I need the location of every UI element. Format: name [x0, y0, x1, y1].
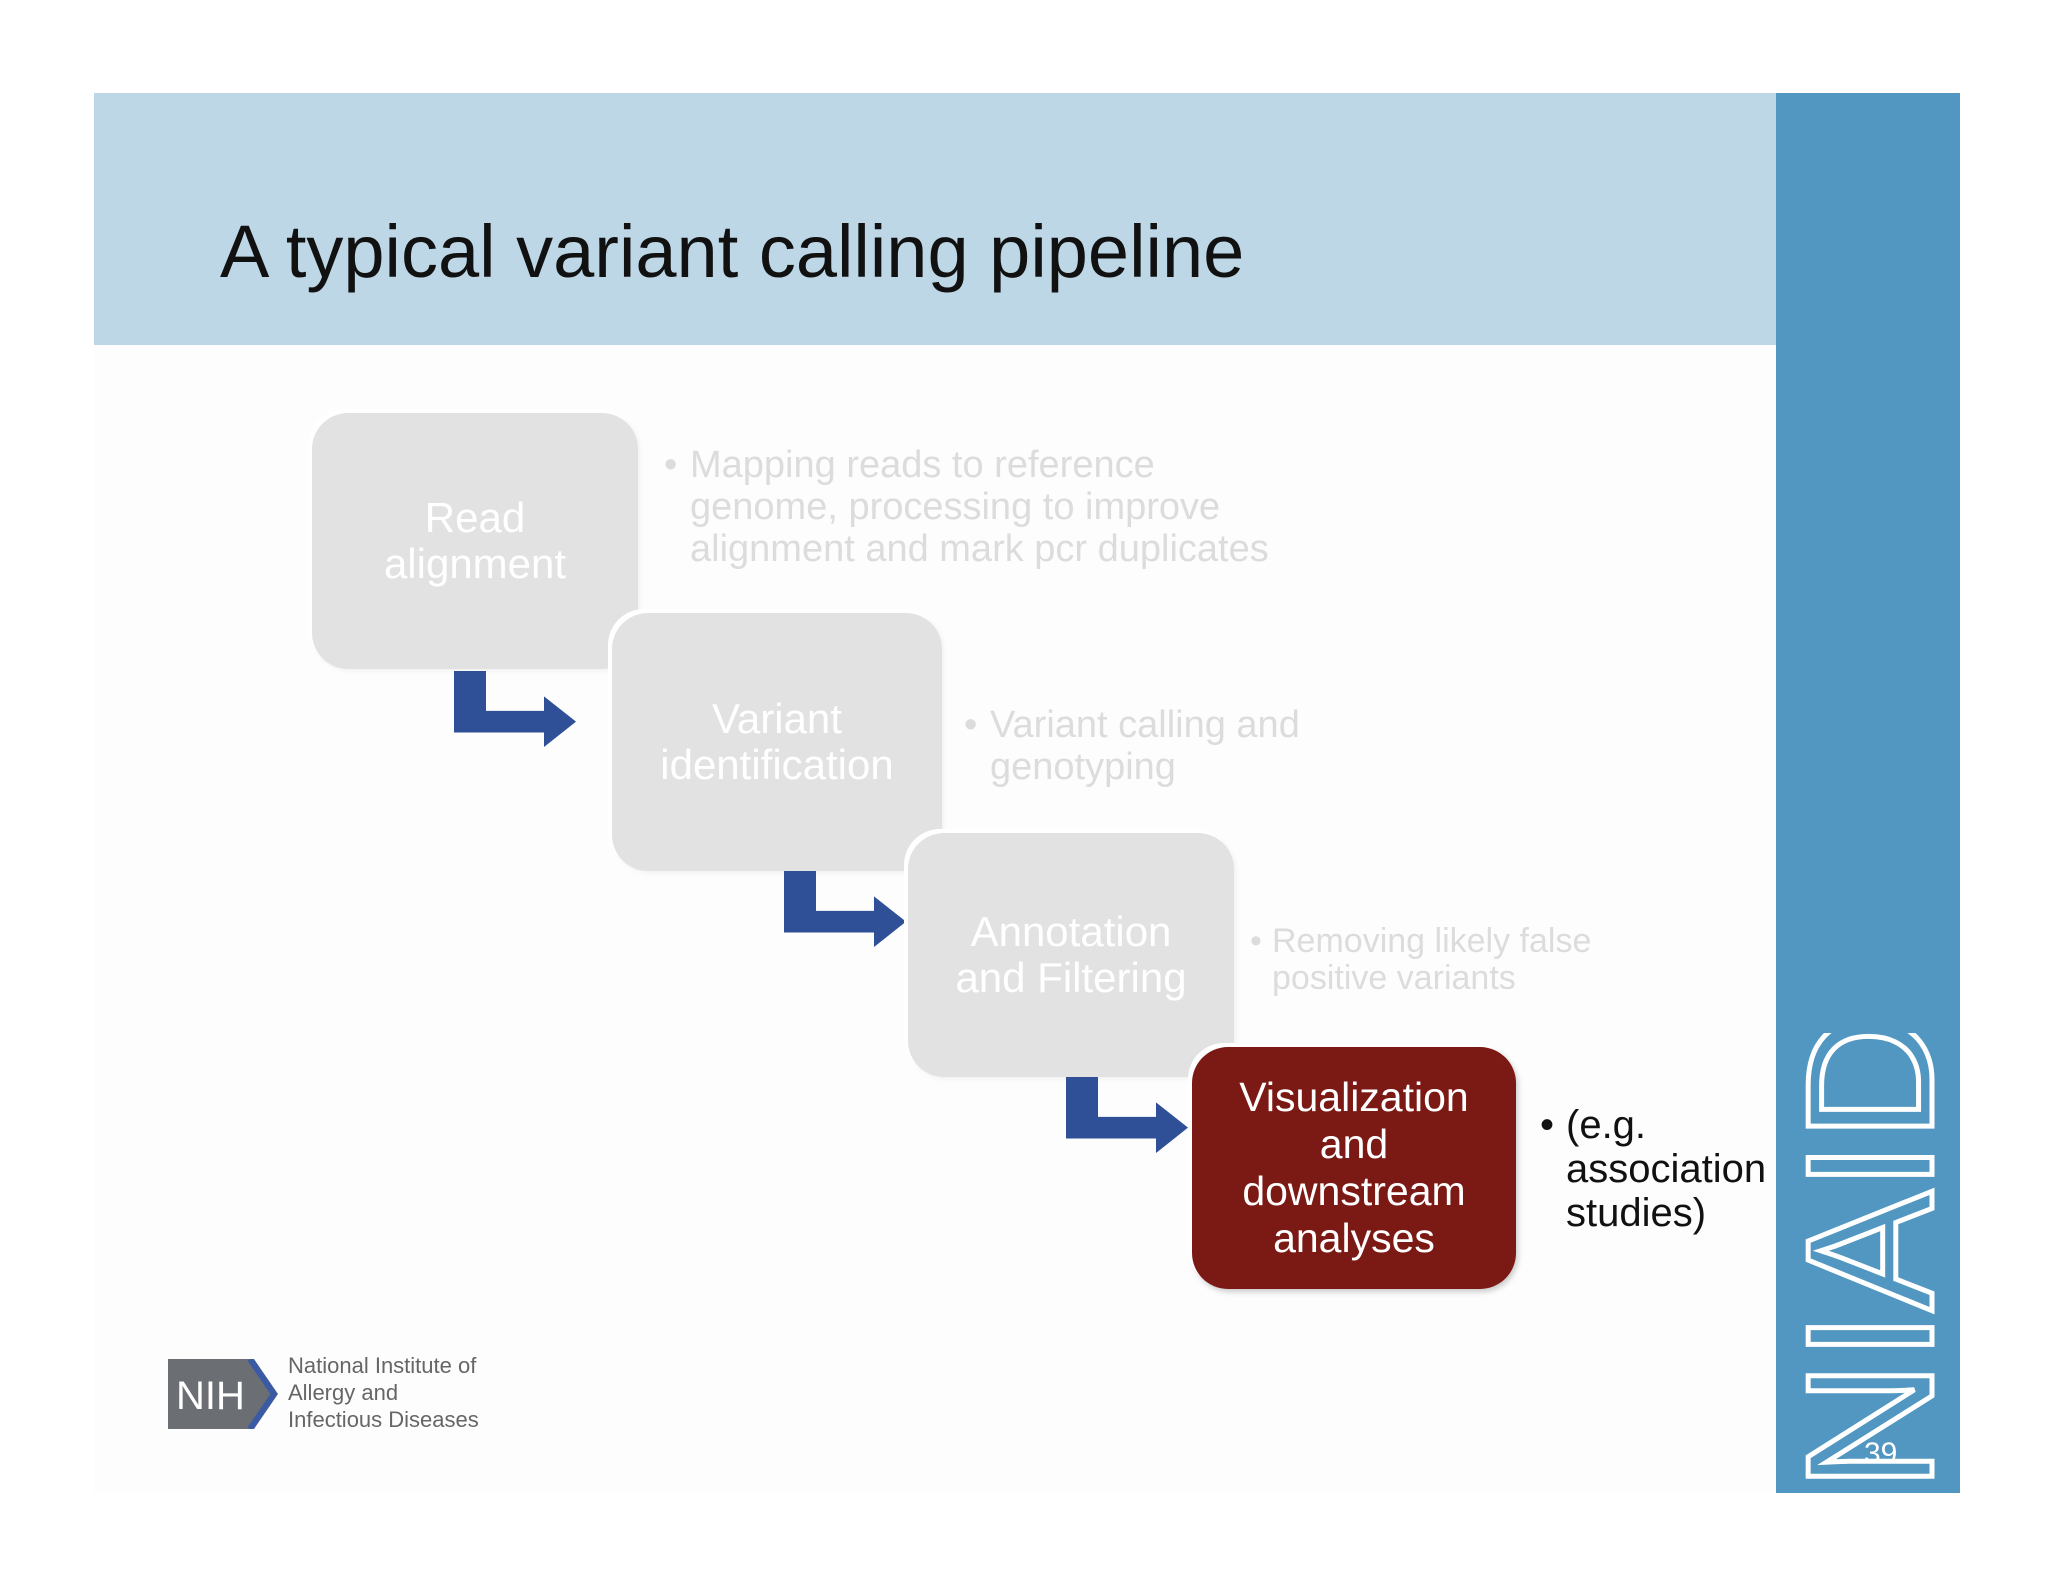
description-line: alignment and mark pcr duplicates [690, 527, 1269, 570]
step-description-variant-identification: • Variant calling and genotyping [964, 704, 1300, 789]
bullet: • [1540, 1103, 1555, 1147]
step-read-alignment: Read alignment [312, 413, 638, 669]
step-label-line: and [1319, 1120, 1389, 1167]
arrow-step-2-to-3 [784, 871, 906, 947]
institute-name-line: Allergy and [288, 1379, 399, 1405]
step-label-line: identification [660, 741, 894, 788]
step-label-line: Annotation [970, 907, 1172, 955]
description-line: studies) [1566, 1191, 1707, 1235]
step-label-line: Read [424, 493, 526, 541]
page-number: 39 [1864, 1437, 1898, 1470]
description-line: (e.g. [1566, 1103, 1647, 1147]
step-label-line: Visualization [1239, 1073, 1469, 1120]
niaid-logo: NIAID [1784, 1033, 1954, 1493]
arrow-step-1-to-2 [454, 671, 576, 747]
step-label-line: analyses [1273, 1215, 1435, 1262]
description-line: genome, processing to improve [690, 485, 1221, 528]
arrow-step-3-to-4 [1066, 1077, 1188, 1153]
description-line: Variant calling and [990, 704, 1300, 746]
step-label-line: alignment [383, 540, 567, 587]
nih-badge-icon: NIH [168, 1359, 278, 1429]
step-description-visualization: • (e.g. association studies) [1540, 1103, 1767, 1235]
header-band [94, 93, 1776, 345]
step-label-line: downstream [1242, 1168, 1466, 1214]
step-visualization-downstream: Visualization and downstream analyses [1192, 1047, 1516, 1289]
step-label-line: and Filtering [955, 954, 1187, 1001]
side-band [1776, 93, 1960, 1493]
description-line: Removing likely false [1272, 922, 1592, 960]
step-annotation-filtering: Annotation and Filtering [908, 833, 1234, 1077]
slide-title: A typical variant calling pipeline [220, 210, 1245, 293]
description-line: genotyping [990, 745, 1176, 788]
description-line: Mapping reads to reference [690, 444, 1155, 486]
nih-institute-logo: NIH National Institute of Allergy and In… [168, 1353, 498, 1433]
step-description-read-alignment: • Mapping reads to reference genome, pro… [664, 444, 1269, 570]
nih-badge-text: NIH [176, 1374, 245, 1418]
description-line: association [1566, 1147, 1767, 1191]
bullet: • [664, 444, 678, 486]
bullet: • [1250, 922, 1262, 960]
step-label-line: Variant [712, 694, 842, 742]
description-line: positive variants [1272, 959, 1516, 998]
bullet: • [964, 704, 978, 746]
institute-name-line: National Institute of [288, 1353, 477, 1378]
step-variant-identification: Variant identification [612, 613, 942, 871]
institute-name: National Institute of Allergy and Infect… [288, 1353, 479, 1433]
slide: A typical variant calling pipeline NIAID… [94, 93, 1960, 1493]
step-description-annotation-filtering: • Removing likely false positive variant… [1250, 922, 1592, 998]
niaid-logo-text: NIAID [1784, 1033, 1954, 1491]
institute-name-line: Infectious Diseases [288, 1406, 479, 1432]
